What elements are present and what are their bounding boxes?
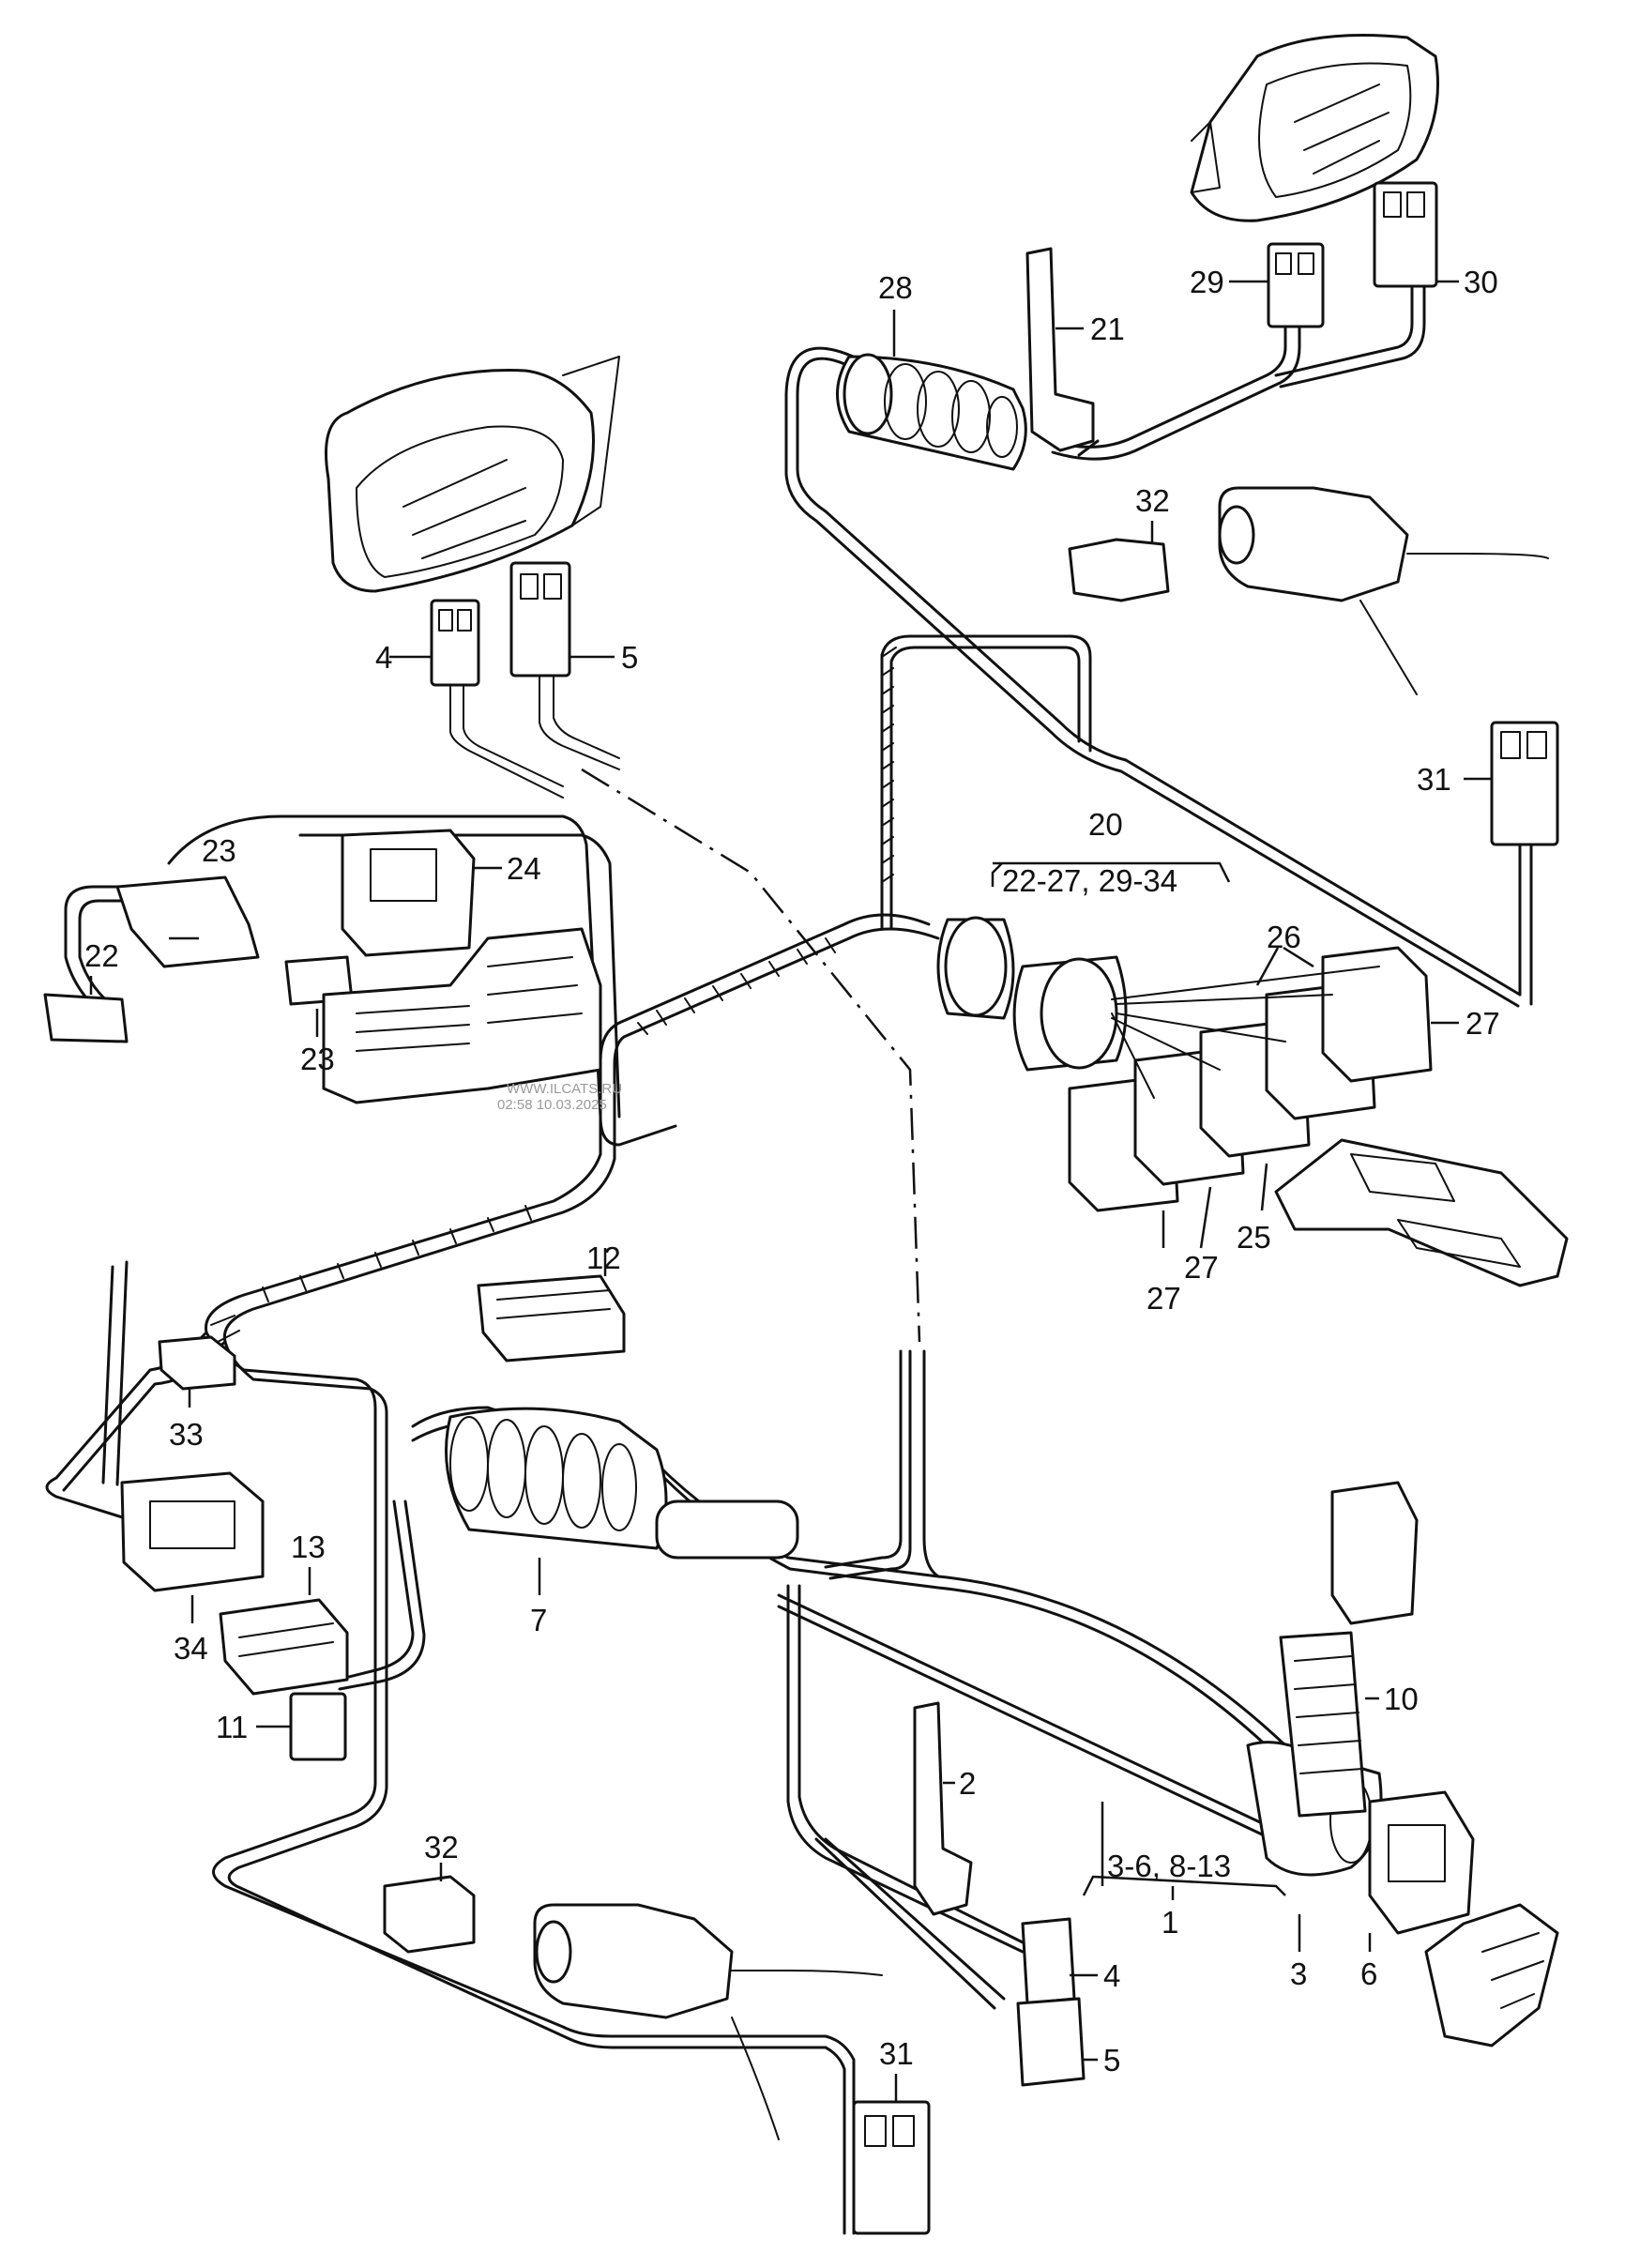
- connectors: [43, 181, 1559, 2235]
- callout-1: 1: [1162, 1905, 1178, 1940]
- mirror-right: [1190, 34, 1439, 222]
- motor-upper: [1218, 486, 1549, 695]
- callout-10: 10: [1384, 1682, 1419, 1716]
- callout-4: 4: [1103, 1958, 1120, 1993]
- leader-lines: [89, 280, 1492, 2102]
- callout-34: 34: [174, 1631, 208, 1666]
- callout-7: 7: [530, 1603, 547, 1637]
- center-console: [1274, 1138, 1569, 1287]
- range-label-1: 3-6, 8-13: [1107, 1849, 1231, 1883]
- watermark: WWW.ILCATS.RU 02:58 10.03.2025: [497, 1081, 622, 1113]
- switch-upper-10: [1330, 1481, 1419, 1625]
- connector-9: [509, 561, 571, 677]
- connector-13: [219, 1598, 349, 1696]
- motor-lower: [533, 1903, 883, 2140]
- callout-11: 11: [216, 1710, 248, 1744]
- range-labels: 22-27, 29-34 3-6, 8-13: [1002, 863, 1231, 1883]
- callout-32-top: 32: [1135, 483, 1170, 518]
- harness-wires: [45, 261, 1533, 2235]
- switch-assembly: [1424, 1903, 1559, 2047]
- harness-tape: [210, 647, 897, 1343]
- grommet-28: [836, 353, 1027, 471]
- connector-33: [158, 1335, 236, 1391]
- callout-27a: 26: [1267, 920, 1301, 954]
- connector-24: [115, 875, 260, 968]
- callout-27c: 27: [1184, 1250, 1219, 1285]
- callout-23: 23: [300, 1042, 335, 1076]
- callout-25: 24: [507, 851, 541, 886]
- watermark-line1: WWW.ILCATS.RU: [507, 1081, 622, 1097]
- callout-12: 12: [586, 1241, 621, 1275]
- connector-6: [1368, 1790, 1475, 1935]
- connector-21: [1025, 247, 1095, 452]
- watermark-line2: 02:58 10.03.2025: [497, 1097, 607, 1113]
- connector-32-top: [1068, 538, 1170, 602]
- callouts: 4 5 28 21 29 30 32 31 20 26 27 25 27 27 …: [84, 265, 1500, 2078]
- callout-31-top: 31: [1417, 762, 1451, 797]
- callout-3: 3: [1290, 1956, 1307, 1991]
- callout-27b: 27: [1465, 1006, 1500, 1041]
- callout-20: 20: [1088, 807, 1123, 842]
- callout-13: 13: [291, 1530, 326, 1564]
- callout-29: 29: [1190, 265, 1224, 299]
- connector-29: [1267, 242, 1325, 328]
- connector-32-bottom: [383, 1875, 476, 1954]
- connector-31-bottom: [852, 2100, 931, 2235]
- callout-24: 23: [202, 833, 236, 868]
- callout-2: 2: [959, 1766, 976, 1801]
- callout-33: 33: [169, 1417, 204, 1452]
- connector-22: [43, 993, 129, 1043]
- callout-22: 22: [84, 938, 119, 973]
- mirror-left: [325, 356, 620, 593]
- connector-11: [289, 1692, 347, 1761]
- connector-31-top: [1490, 721, 1559, 846]
- connector-2: [913, 1701, 973, 1916]
- callout-28: 28: [878, 270, 913, 305]
- relay-25: [341, 829, 476, 957]
- switch-34: [120, 1471, 265, 1592]
- callout-6: 6: [1360, 1956, 1377, 1991]
- callout-8: 4: [375, 640, 392, 675]
- callout-32-bottom: 32: [424, 1830, 459, 1865]
- connector-30: [1373, 181, 1438, 288]
- callout-31-bottom: 31: [879, 2036, 914, 2071]
- fuse-box: [322, 927, 602, 1104]
- relay-cluster: [1068, 946, 1433, 1212]
- grommet-7: [445, 1407, 799, 1560]
- range-label-20: 22-27, 29-34: [1002, 863, 1177, 898]
- callout-27d: 27: [1146, 1281, 1181, 1316]
- reference-lines: [581, 768, 921, 1343]
- connector-4: [1021, 1917, 1076, 2005]
- callout-21: 21: [1090, 312, 1125, 346]
- connector-8: [430, 599, 480, 687]
- callout-26: 25: [1237, 1220, 1271, 1255]
- callout-30: 30: [1464, 265, 1498, 299]
- connector-5: [1016, 1997, 1086, 2087]
- grommet-20: [936, 916, 1128, 1072]
- callout-5: 5: [1103, 2043, 1120, 2078]
- callout-9: 5: [621, 640, 638, 675]
